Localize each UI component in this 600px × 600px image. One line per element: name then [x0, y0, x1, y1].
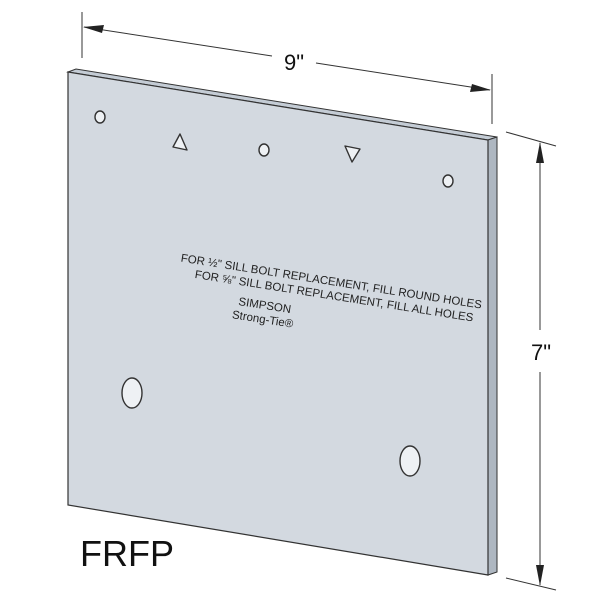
arrow-right-icon: [470, 84, 491, 92]
holes: [94, 110, 454, 477]
height-label: 7": [531, 340, 551, 365]
plate: [66, 68, 498, 576]
width-label: 9": [284, 50, 304, 75]
plate-face: [67, 71, 489, 576]
round-hole: [442, 174, 454, 188]
large-hole: [399, 445, 421, 477]
width-dimension: [81, 12, 493, 124]
large-hole: [121, 377, 143, 409]
arrow-left-icon: [83, 25, 104, 33]
model-label: FRFP: [80, 533, 174, 574]
plate-side-edge: [487, 136, 498, 576]
round-hole: [258, 143, 270, 157]
height-dimension: [505, 131, 557, 591]
arrow-down-icon: [536, 565, 544, 586]
triangle-hole: [344, 145, 361, 163]
triangle-hole: [172, 133, 188, 151]
arrow-up-icon: [536, 142, 544, 163]
round-hole: [94, 110, 106, 124]
